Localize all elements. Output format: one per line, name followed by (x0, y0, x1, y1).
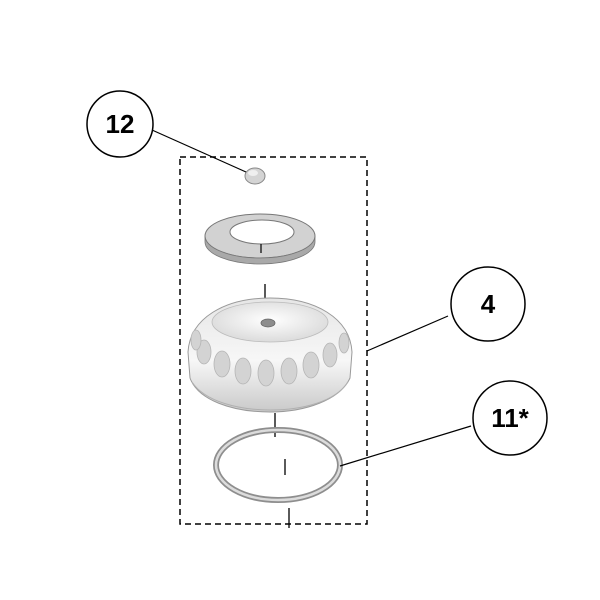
flat-washer (204, 213, 316, 265)
callout-4-label: 4 (481, 289, 496, 319)
callout-12: 12 (86, 90, 154, 158)
part-11-o-ring (213, 427, 343, 503)
assembly-boundary (179, 156, 368, 525)
leader-line-12 (151, 129, 247, 173)
leader-line-11 (339, 425, 472, 467)
callout-4: 4 (450, 266, 526, 342)
callout-11-label: 11* (491, 403, 529, 433)
callout-11: 11* (472, 380, 548, 456)
callout-12-label: 12 (106, 109, 135, 139)
part-12-plug (244, 167, 266, 185)
leader-line-4 (366, 315, 449, 352)
part-4-dome-cap (187, 297, 353, 413)
